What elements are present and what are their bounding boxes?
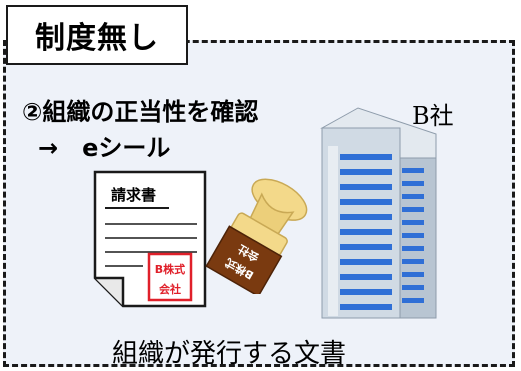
stamp-line1: B株式 [155, 262, 185, 276]
building-window [340, 274, 392, 280]
seal-stamp-icon: B株式 会社 [205, 178, 308, 294]
heading: ②組織の正当性を確認 [22, 98, 259, 126]
building-window [402, 181, 424, 186]
building-icon [320, 107, 437, 319]
stamp-line2: 会社 [159, 282, 181, 296]
building-window [402, 168, 424, 173]
building-window [402, 298, 424, 303]
building-window [340, 199, 392, 205]
tag-label: 制度無し [35, 21, 159, 56]
building-window [402, 220, 424, 225]
building-window [340, 169, 392, 175]
building-window [402, 194, 424, 199]
building-window [340, 229, 392, 235]
document-icon: 請求書 B株式 会社 [93, 170, 207, 308]
caption: 組織が発行する文書 [112, 339, 347, 369]
no-system-tag: 制度無し [6, 5, 188, 65]
building-window [402, 272, 424, 277]
eseal-subheading: → eシール [38, 134, 171, 162]
company-label: B社 [412, 102, 454, 130]
document-red-stamp: B株式 会社 [147, 252, 193, 302]
building-window [402, 285, 424, 290]
building-window [340, 214, 392, 220]
document-title: 請求書 [111, 186, 156, 204]
building-window [340, 289, 392, 295]
building-window [340, 244, 392, 250]
building-window [402, 259, 424, 264]
building-window [340, 184, 392, 190]
building-window [402, 246, 424, 251]
building-window [340, 259, 392, 265]
building-window [340, 304, 392, 310]
building-window [402, 207, 424, 212]
building-window [402, 233, 424, 238]
building-window [340, 154, 392, 160]
